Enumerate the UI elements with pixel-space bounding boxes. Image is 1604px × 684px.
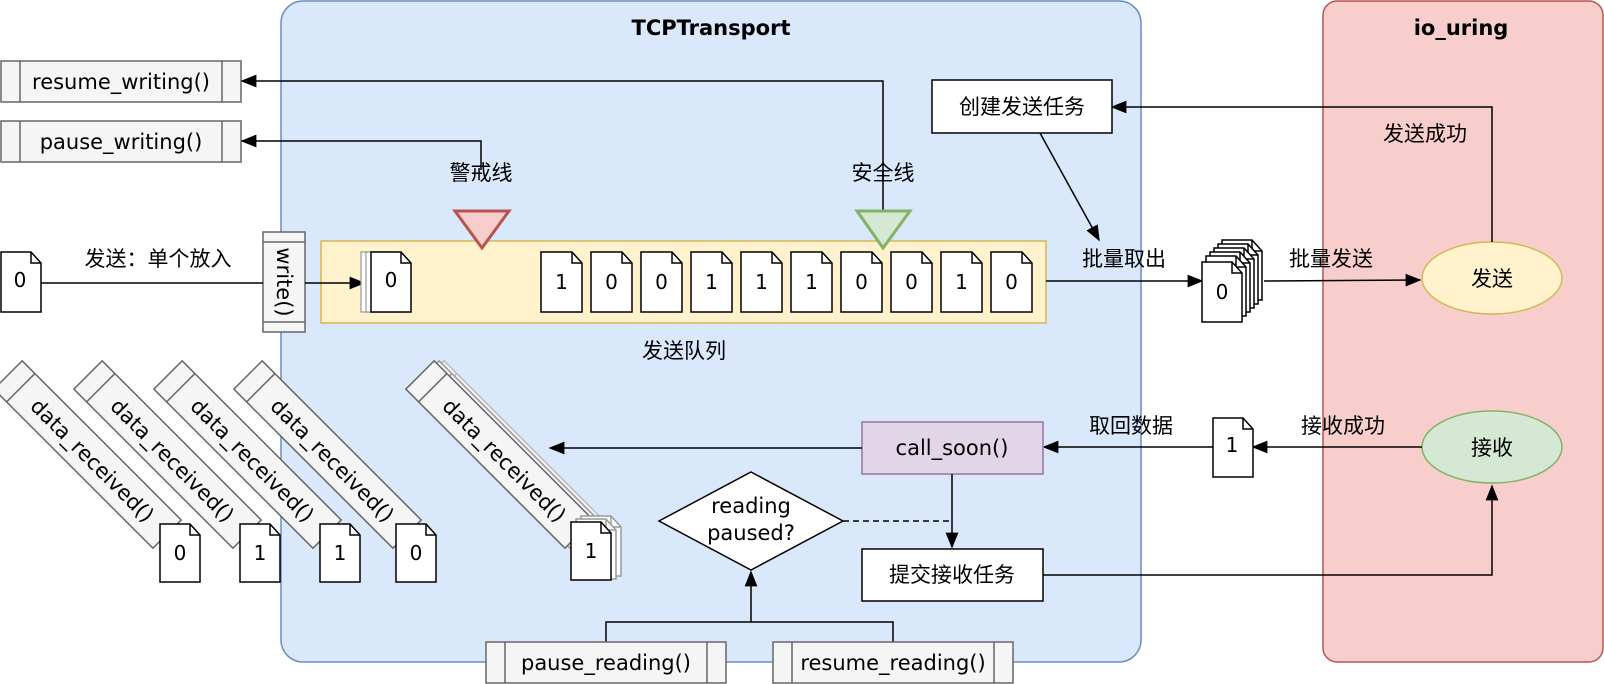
queue-document: 1 <box>940 251 983 313</box>
data-received-callbacks: data_received()0data_received()1data_rec… <box>0 359 622 583</box>
queue-documents: 1 0 0 1 1 1 0 0 1 0 <box>540 251 1033 313</box>
queue-document: 1 <box>540 251 583 313</box>
create-task-to-queue-arrow <box>1039 132 1100 242</box>
reading-paused-label-line2: paused? <box>707 521 795 545</box>
resume-writing-label: resume_writing() <box>32 70 210 95</box>
send-success-connector <box>1110 100 1493 242</box>
queue-document: 0 <box>890 251 933 313</box>
queue-document-value: 1 <box>805 270 818 294</box>
batch-document-value: 0 <box>1216 280 1229 304</box>
queue-document-value: 1 <box>955 270 968 294</box>
data-received-document-value: 1 <box>334 541 347 565</box>
warning-line-connector <box>240 134 482 170</box>
input-document: 0 <box>0 251 42 313</box>
input-document-value: 0 <box>14 268 27 292</box>
tcp-transport-title: TCPTransport <box>632 16 791 40</box>
queue-document-value: 1 <box>555 270 568 294</box>
submit-to-receive-connector <box>1043 484 1499 576</box>
pause-reading-label: pause_reading() <box>521 651 691 676</box>
resume-reading-method[interactable]: resume_reading() <box>772 641 1014 684</box>
batch-send-arrow <box>1263 273 1422 287</box>
safety-line-marker <box>854 209 913 251</box>
send-node: 发送 <box>1421 241 1563 315</box>
batch-document: 0 <box>1201 261 1243 323</box>
reading-paused-decision: reading paused? <box>657 471 845 571</box>
queue-document: 0 <box>990 251 1033 313</box>
data-received-document-value: 1 <box>254 541 267 565</box>
data-received-document: 1 <box>239 523 281 583</box>
queue-document-value: 0 <box>605 270 618 294</box>
queue-document: 1 <box>690 251 733 313</box>
queue-document-value: 0 <box>1005 270 1018 294</box>
call-soon-label: call_soon() <box>896 436 1009 461</box>
queue-document-value: 1 <box>755 270 768 294</box>
io-uring-container <box>1322 0 1604 663</box>
batch-document-stack: 0 <box>1201 239 1263 323</box>
pause-reading-connector <box>605 621 894 642</box>
queue-document: 1 <box>740 251 783 313</box>
write-label: write() <box>272 247 296 316</box>
send-queue-label: 发送队列 <box>642 339 726 363</box>
receive-node-label: 接收 <box>1471 436 1513 460</box>
warning-line-marker <box>452 209 512 251</box>
send-single-label: 发送：单个放入 <box>85 247 232 271</box>
queue-document: 0 <box>840 251 883 313</box>
receive-node: 接收 <box>1421 410 1563 484</box>
pause-writing-method[interactable]: pause_writing() <box>0 120 242 163</box>
pause-reading-method[interactable]: pause_reading() <box>485 641 727 684</box>
io-uring-title: io_uring <box>1414 16 1509 40</box>
queue-first-document-value: 0 <box>385 268 398 292</box>
data-received-document: 1 <box>570 521 612 581</box>
queue-document-value: 0 <box>905 270 918 294</box>
queue-document: 0 <box>590 251 633 313</box>
safety-line-label: 安全线 <box>852 161 915 185</box>
submit-receive-task-box: 提交接收任务 <box>861 548 1044 602</box>
create-send-task-label: 创建发送任务 <box>959 95 1085 119</box>
call-soon-box: call_soon() <box>861 421 1044 475</box>
queue-first-document: 0 <box>360 251 412 313</box>
send-success-label: 发送成功 <box>1383 122 1467 146</box>
send-queue <box>320 240 1047 324</box>
warning-line-label: 警戒线 <box>450 161 513 185</box>
reading-paused-label-line1: reading <box>711 494 791 518</box>
receive-success-label: 接收成功 <box>1301 414 1385 438</box>
data-received-callback[interactable]: data_received()1 <box>404 359 622 581</box>
data-received-document-value: 1 <box>585 539 598 563</box>
data-received-document: 0 <box>159 523 201 583</box>
resume-writing-method[interactable]: resume_writing() <box>0 60 242 103</box>
received-document-value: 1 <box>1226 433 1239 457</box>
data-received-document-value: 0 <box>410 541 423 565</box>
queue-document-value: 0 <box>655 270 668 294</box>
resume-reading-label: resume_reading() <box>800 651 985 676</box>
fetch-data-label: 取回数据 <box>1089 414 1173 438</box>
queue-document: 1 <box>790 251 833 313</box>
queue-document: 0 <box>640 251 683 313</box>
pause-writing-label: pause_writing() <box>40 130 203 155</box>
data-received-document: 0 <box>395 523 437 583</box>
safety-line-connector <box>240 74 884 220</box>
batch-take-label: 批量取出 <box>1082 247 1166 271</box>
send-node-label: 发送 <box>1471 267 1513 291</box>
create-send-task-box: 创建发送任务 <box>931 79 1113 134</box>
data-received-document: 1 <box>319 523 361 583</box>
queue-document-value: 1 <box>705 270 718 294</box>
queue-document-value: 0 <box>855 270 868 294</box>
write-method[interactable]: write() <box>262 231 306 333</box>
data-received-document-value: 0 <box>174 541 187 565</box>
submit-receive-task-label: 提交接收任务 <box>889 563 1015 587</box>
batch-send-label: 批量发送 <box>1289 247 1373 271</box>
received-document: 1 <box>1212 417 1254 478</box>
